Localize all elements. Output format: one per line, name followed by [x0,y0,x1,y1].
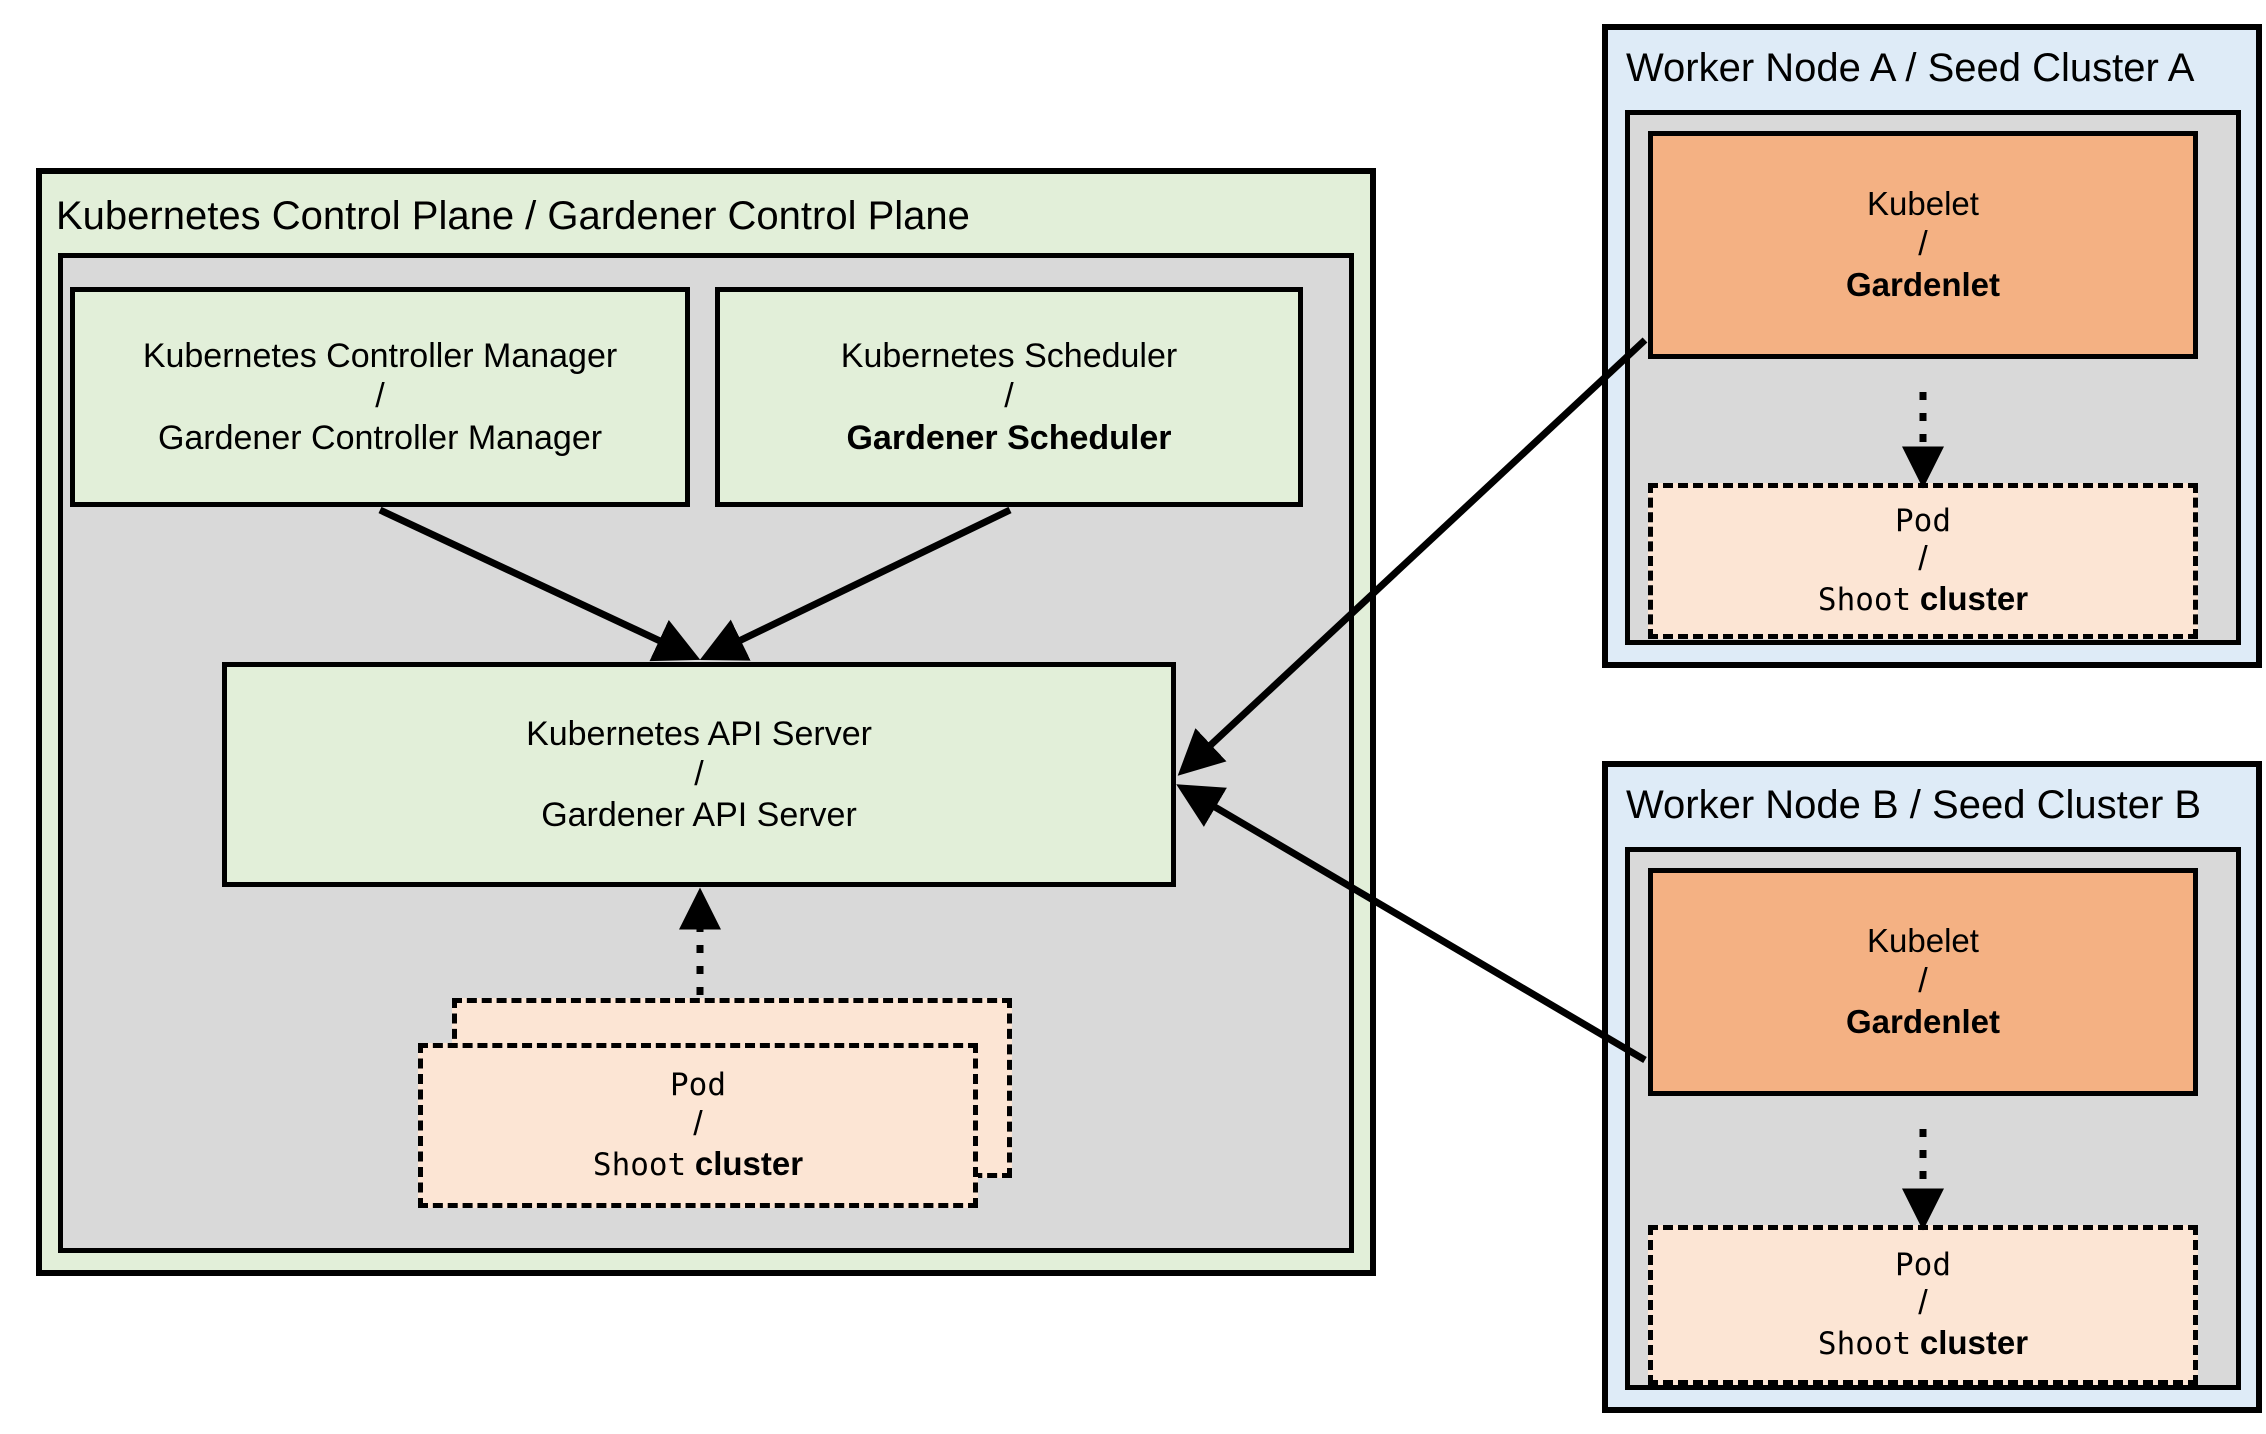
worker-b-pod-label: Pod [1895,1246,1951,1283]
control-plane-pod-cluster-label: cluster [694,1144,804,1182]
control-plane-pod-label: Pod [670,1067,726,1104]
kubernetes-scheduler-box[interactable]: Kubernetes Scheduler / Gardener Schedule… [715,287,1303,507]
control-plane-pod-box[interactable]: Pod / Shoot cluster [418,1043,978,1208]
control-plane-pod-shoot-label: Shoot [592,1146,687,1183]
worker-b-pod-shoot-label: Shoot [1817,1326,1912,1363]
kubernetes-api-server-box[interactable]: Kubernetes API Server / Gardener API Ser… [222,662,1176,887]
controller-manager-separator: / [375,377,385,416]
worker-node-b-title: Worker Node B / Seed Cluster B [1626,783,2202,827]
control-plane-title: Kubernetes Control Plane / Gardener Cont… [56,194,970,238]
api-server-k8s-label: Kubernetes API Server [526,714,872,753]
kubernetes-controller-manager-box[interactable]: Kubernetes Controller Manager / Gardener… [70,287,690,507]
worker-b-kubelet-label: Kubelet [1867,922,1979,960]
control-plane-pod-separator: / [693,1104,703,1143]
worker-a-gardenlet-label: Gardenlet [1845,265,2001,303]
scheduler-separator: / [1004,377,1014,416]
worker-b-pod-shoot-cluster: Shoot cluster [1818,1322,2028,1365]
worker-a-pod-shoot-label: Shoot [1817,582,1912,619]
worker-a-pod-shoot-cluster: Shoot cluster [1818,578,2028,621]
worker-node-a-pod-box[interactable]: Pod / Shoot cluster [1648,483,2198,639]
worker-b-pod-separator: / [1918,1284,1928,1322]
worker-node-b-pod-box[interactable]: Pod / Shoot cluster [1648,1225,2198,1385]
worker-a-kubelet-separator: / [1918,225,1928,264]
worker-a-pod-cluster-label: cluster [1919,580,2029,618]
worker-b-gardenlet-label: Gardenlet [1845,1002,2001,1040]
api-server-gardener-label: Gardener API Server [541,796,857,835]
worker-a-pod-separator: / [1918,540,1928,578]
worker-a-kubelet-label: Kubelet [1867,185,1979,223]
controller-manager-gardener-label: Gardener Controller Manager [157,418,603,457]
worker-node-b-kubelet-box[interactable]: Kubelet / Gardenlet [1648,868,2198,1096]
worker-a-pod-label: Pod [1895,502,1951,539]
scheduler-k8s-label: Kubernetes Scheduler [840,337,1178,376]
control-plane-pod-shoot-cluster: Shoot cluster [593,1143,803,1186]
worker-b-kubelet-separator: / [1918,962,1928,1001]
worker-node-a-title: Worker Node A / Seed Cluster A [1626,46,2195,90]
controller-manager-k8s-label: Kubernetes Controller Manager [142,337,618,376]
scheduler-gardener-label: Gardener Scheduler [846,418,1172,457]
worker-b-pod-cluster-label: cluster [1919,1324,2029,1362]
worker-node-a-kubelet-box[interactable]: Kubelet / Gardenlet [1648,131,2198,359]
api-server-separator: / [694,754,704,793]
